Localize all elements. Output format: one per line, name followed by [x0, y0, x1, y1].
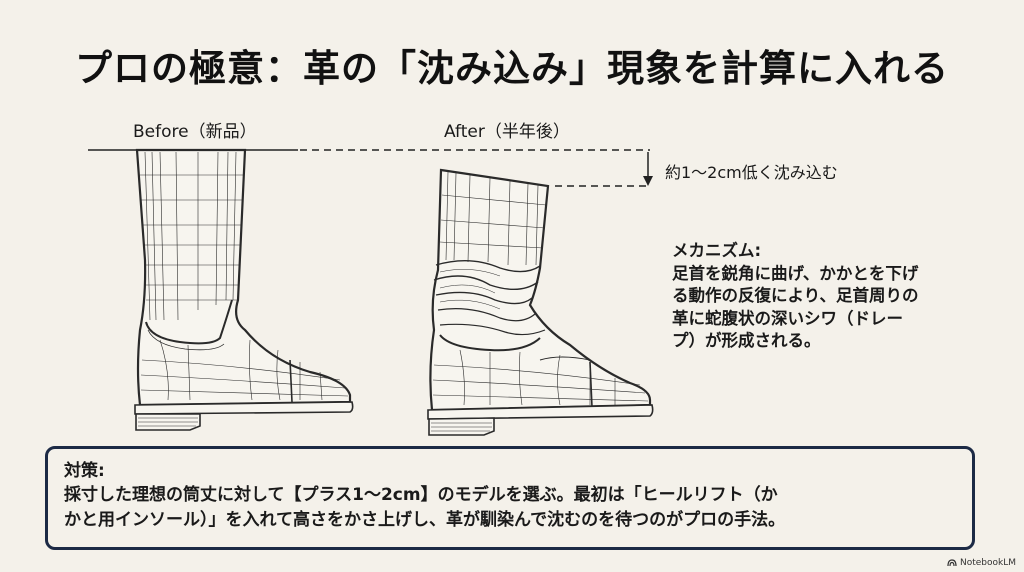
sink-amount-label: 約1〜2cm低く沈み込む — [665, 163, 838, 182]
mechanism-body: 足首を鋭角に曲げ、かかとを下げ る動作の反復により、足首周りの 革に蛇腹状の深い… — [672, 263, 919, 351]
after-label: After（半年後） — [444, 122, 570, 142]
countermeasure-heading: 対策: — [64, 461, 105, 481]
mechanism-note: メカニズム: 足首を鋭角に曲げ、かかとを下げ る動作の反復により、足首周りの 革… — [672, 240, 1002, 353]
page-title: プロの極意：革の「沈み込み」現象を計算に入れる — [75, 46, 949, 90]
down-arrow-icon — [643, 152, 653, 186]
notebooklm-logo-icon — [947, 559, 957, 567]
before-boot-illustration — [134, 148, 354, 431]
countermeasure-box: 対策: 採寸した理想の筒丈に対して【プラス1〜2cm】のモデルを選ぶ。最初は「ヒ… — [45, 446, 975, 550]
before-label: Before（新品） — [133, 122, 257, 142]
brand-watermark: NotebookLM — [947, 558, 1016, 568]
after-boot-illustration — [427, 168, 654, 436]
countermeasure-body: 採寸した理想の筒丈に対して【プラス1〜2cm】のモデルを選ぶ。最初は「ヒールリフ… — [64, 485, 786, 530]
mechanism-heading: メカニズム: — [672, 241, 762, 260]
brand-label: NotebookLM — [959, 558, 1016, 568]
